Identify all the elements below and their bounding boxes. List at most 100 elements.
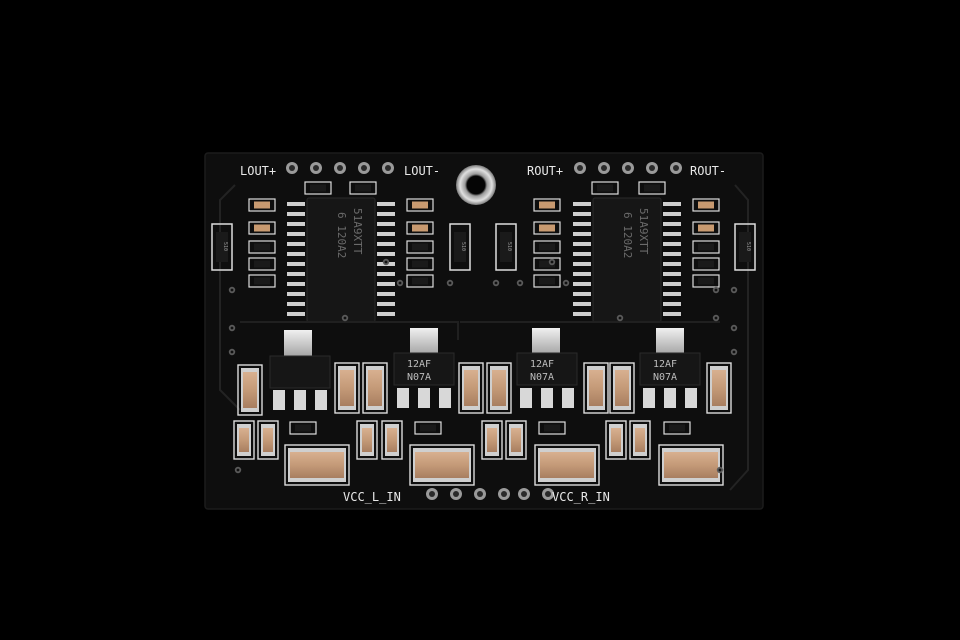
regulator-2-marking-1: 12AF (407, 359, 431, 370)
header-pin (310, 162, 322, 174)
via (382, 258, 390, 266)
label-rout-minus: ROUT- (690, 164, 726, 178)
header-pin (670, 162, 682, 174)
resistor (533, 257, 561, 271)
resistor (349, 181, 377, 195)
regulator-3: 12AF N07A (516, 328, 578, 408)
capacitor (481, 420, 503, 460)
resistor (248, 198, 276, 212)
header-pin (542, 488, 554, 500)
capacitor (458, 362, 484, 414)
resistor-code-4: 510 (745, 242, 751, 251)
ic-right: 51A9XTT 6 120A2 (573, 197, 681, 323)
resistor (248, 240, 276, 254)
regulator-4: 12AF N07A (639, 328, 701, 408)
capacitor (609, 362, 635, 414)
via (228, 324, 236, 332)
header-pin (286, 162, 298, 174)
resistor-code-3: 510 (506, 242, 512, 251)
resistor-code-2: 510 (460, 242, 466, 251)
regulator-2-marking-2: N07A (407, 372, 431, 383)
via (562, 279, 570, 287)
resistor-vertical-2: 510 (449, 223, 471, 271)
via (234, 466, 242, 474)
label-lout-plus: LOUT+ (240, 164, 276, 178)
header-pin (334, 162, 346, 174)
resistor (663, 421, 691, 435)
label-lout-minus: LOUT- (404, 164, 440, 178)
ic-right-marking-1: 51A9XTT (637, 208, 650, 255)
resistor (692, 240, 720, 254)
label-rout-plus: ROUT+ (527, 164, 563, 178)
via (730, 286, 738, 294)
resistor-code-1: 510 (222, 242, 228, 251)
header-pin (518, 488, 530, 500)
regulator-2: 12AF N07A (393, 328, 455, 408)
ic-left-marking-2: 6 120A2 (335, 212, 348, 258)
resistor (406, 240, 434, 254)
capacitor (486, 362, 512, 414)
capacitor (534, 444, 600, 486)
capacitor (334, 362, 360, 414)
capacitor (629, 420, 651, 460)
resistor (289, 421, 317, 435)
resistor (692, 274, 720, 288)
capacitor (658, 444, 724, 486)
header-pin (498, 488, 510, 500)
resistor (248, 274, 276, 288)
via (228, 286, 236, 294)
resistor (692, 198, 720, 212)
via (730, 348, 738, 356)
resistor-vertical-3: 510 (495, 223, 517, 271)
resistor (692, 257, 720, 271)
resistor (304, 181, 332, 195)
resistor (248, 257, 276, 271)
via (712, 314, 720, 322)
resistor (533, 240, 561, 254)
capacitor (505, 420, 527, 460)
header-pin (358, 162, 370, 174)
via (396, 279, 404, 287)
header-pin (450, 488, 462, 500)
via (228, 348, 236, 356)
smd-resistors (248, 181, 720, 435)
capacitor (605, 420, 627, 460)
via (716, 466, 724, 474)
capacitor (233, 420, 255, 460)
capacitor (284, 444, 350, 486)
ic-right-marking-2: 6 120A2 (621, 212, 634, 258)
resistor (533, 198, 561, 212)
resistor (406, 198, 434, 212)
resistor (591, 181, 619, 195)
capacitor (237, 364, 263, 416)
smd-capacitors (233, 362, 732, 486)
header-pin (574, 162, 586, 174)
resistor-vertical-1: 510 (211, 223, 233, 271)
capacitor (381, 420, 403, 460)
regulator-3-marking-2: N07A (530, 372, 554, 383)
vias (228, 258, 738, 474)
bottom-header-pins (426, 488, 554, 500)
resistor (406, 221, 434, 235)
via (730, 324, 738, 332)
board-outline-silk (219, 184, 749, 491)
header-pin (598, 162, 610, 174)
capacitor (362, 362, 388, 414)
regulator-1 (269, 330, 331, 410)
capacitor (409, 444, 475, 486)
label-vcc-r-in: VCC_R_IN (552, 490, 610, 504)
header-pin (382, 162, 394, 174)
resistor (638, 181, 666, 195)
regulator-3-marking-1: 12AF (530, 359, 554, 370)
resistor (538, 421, 566, 435)
resistor (414, 421, 442, 435)
capacitor (356, 420, 378, 460)
capacitor (257, 420, 279, 460)
label-vcc-l-in: VCC_L_IN (343, 490, 401, 504)
resistor (692, 221, 720, 235)
via (616, 314, 624, 322)
regulator-4-marking-1: 12AF (653, 359, 677, 370)
capacitor (706, 362, 732, 414)
via (341, 314, 349, 322)
